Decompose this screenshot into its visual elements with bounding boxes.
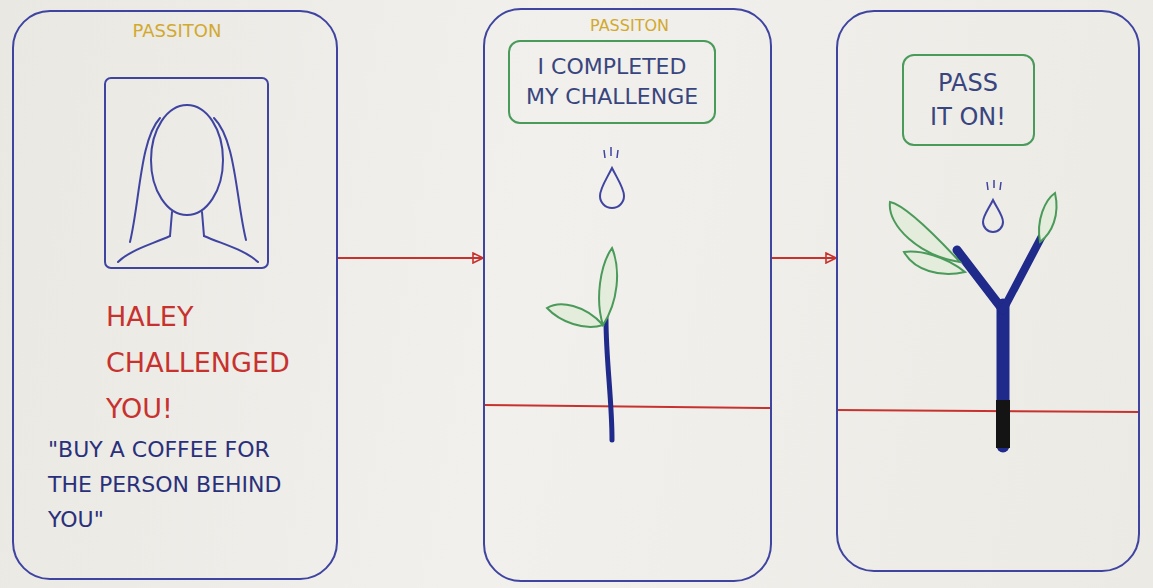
leaf (599, 248, 617, 325)
phone-screen: PASSITON I COMPLETED MY CHALLENGE (483, 8, 772, 582)
trunk-base (996, 400, 1010, 448)
ground-line (483, 405, 772, 408)
water-drop (983, 200, 1003, 232)
message-box: I COMPLETED MY CHALLENGE (508, 40, 716, 124)
face (151, 105, 223, 215)
app-title: PASSITON (485, 16, 774, 35)
motion-lines (987, 180, 1001, 190)
challenge-heading: HALEY CHALLENGED YOU! (106, 294, 290, 432)
phone-screen: PASS IT ON! (836, 10, 1140, 572)
message-text: I COMPLETED MY CHALLENGE (522, 52, 702, 112)
water-drop (600, 168, 624, 208)
phone-screen: PASSITON HALEY CHALLENGED YOU!"BUY A COFF… (12, 10, 338, 580)
tree-scene (836, 180, 1140, 448)
flow-arrow (772, 257, 836, 259)
motion-lines (604, 147, 618, 158)
app-title: PASSITON (14, 20, 340, 42)
portrait-frame (105, 78, 268, 268)
leaf (547, 304, 603, 327)
leaf (1039, 193, 1056, 242)
hair (130, 118, 246, 242)
branch (1003, 236, 1042, 310)
leaf (904, 252, 965, 274)
message-text: PASS IT ON! (926, 66, 1011, 134)
flow-arrow (338, 257, 483, 259)
sprout-scene (483, 147, 772, 440)
branch (957, 250, 1003, 310)
ground-line (836, 410, 1140, 412)
neck (170, 212, 204, 236)
message-box: PASS IT ON! (902, 54, 1035, 146)
shoulders (118, 236, 258, 262)
challenge-quote: "BUY A COFFEE FOR THE PERSON BEHIND YOU" (48, 432, 310, 537)
